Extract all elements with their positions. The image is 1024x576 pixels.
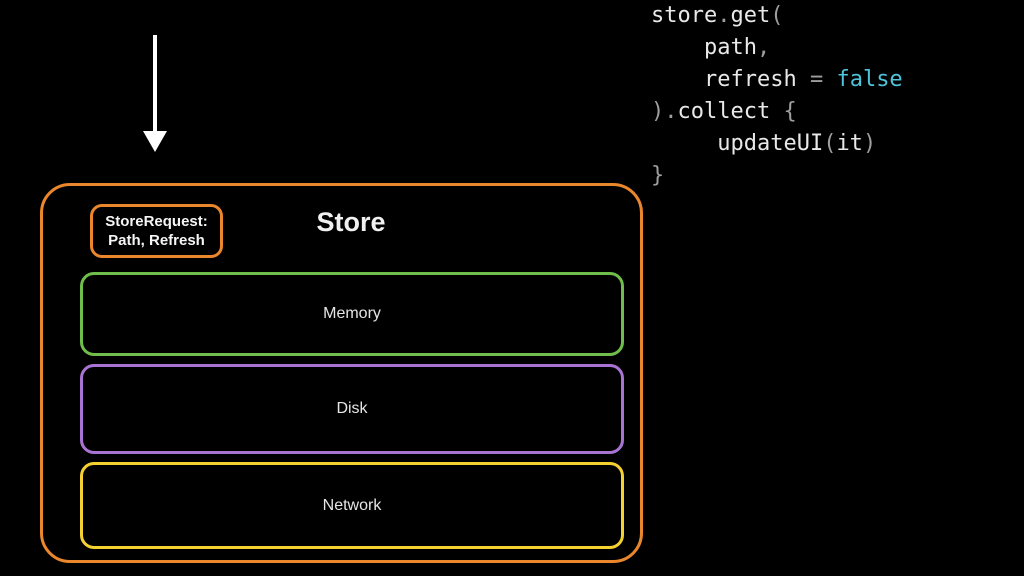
store-request-badge-line2: Path, Refresh <box>108 232 205 249</box>
store-request-badge-line1: StoreRequest: <box>105 213 208 230</box>
down-arrow-line <box>153 35 157 132</box>
down-arrow-head <box>143 131 167 152</box>
code-line: ).collect { <box>651 99 797 124</box>
code-line: } <box>651 163 665 188</box>
code-line: updateUI(it) <box>651 131 877 156</box>
layer-network: Network <box>80 462 624 549</box>
layer-disk: Disk <box>80 364 624 454</box>
store-title: Store <box>316 207 386 237</box>
code-line: store.get( <box>651 3 784 28</box>
code-line: path, <box>651 35 771 60</box>
layer-label: Memory <box>323 305 381 322</box>
code-line: refresh = false <box>651 67 903 92</box>
layer-label: Network <box>322 496 382 514</box>
store-request-badge: StoreRequest: Path, Refresh <box>90 204 223 258</box>
store-container: StoreRequest: Path, Refresh Store Memory… <box>40 183 643 563</box>
layer-memory: Memory <box>80 272 624 356</box>
code-snippet: store.get( path, refresh = false ).collec… <box>651 0 903 192</box>
layer-label: Disk <box>336 400 368 417</box>
